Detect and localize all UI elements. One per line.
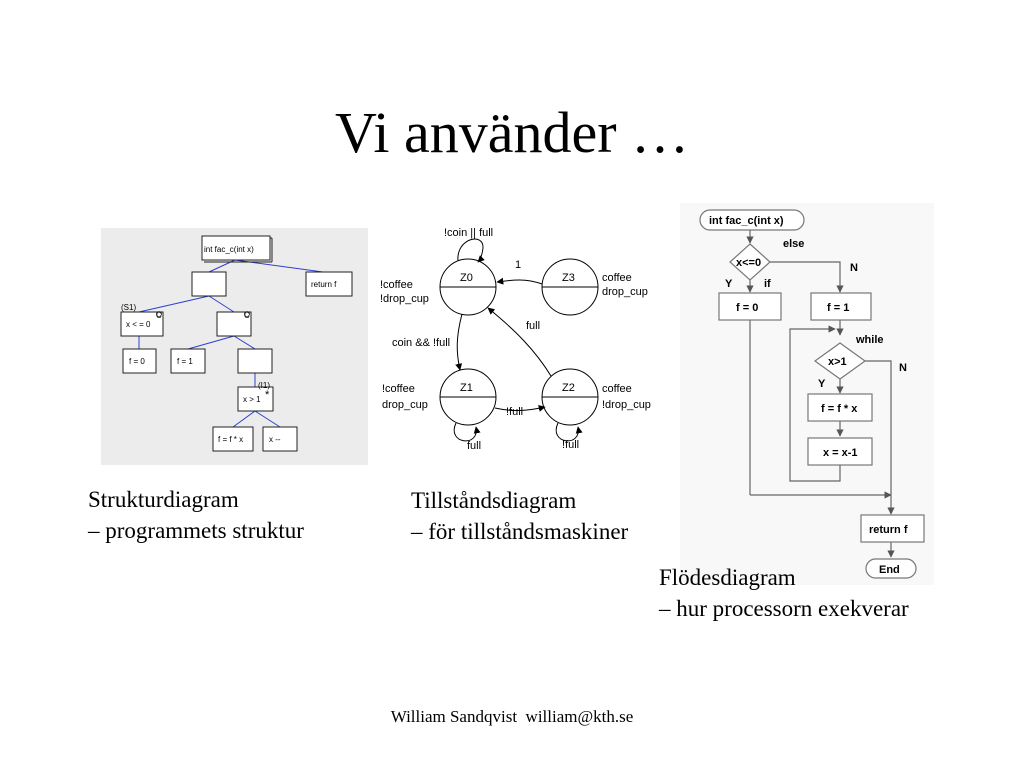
- caption-flodesdiagram-title: Flödesdiagram: [659, 565, 796, 590]
- sd-return-box: [305, 271, 353, 297]
- fc-end: [865, 558, 917, 579]
- fc-while-label: while: [855, 334, 884, 346]
- z0-z1-label: coin && !full: [392, 337, 450, 349]
- z0-output-1: !coffee: [380, 279, 413, 291]
- z2-output-2: !drop_cup: [602, 399, 651, 411]
- sd-cond2-text: x > 1: [243, 395, 261, 404]
- structure-boxes: [120, 235, 353, 452]
- caption-strukturdiagram-title: Strukturdiagram: [88, 487, 239, 512]
- sd-root-box: [201, 235, 271, 261]
- z0-output-2: !drop_cup: [380, 293, 429, 305]
- flowchart-connectors: [746, 230, 895, 558]
- state-diagram: Z0 Z3 Z1 Z2 !coin || full !coffee !drop_…: [380, 227, 651, 452]
- sd-fmul-text: f = f * x: [218, 435, 243, 444]
- z1-z2-label: !full: [506, 406, 523, 418]
- sd-f0-box: [122, 348, 157, 374]
- sd-xdec-box: [262, 426, 298, 452]
- caption-strukturdiagram-sub: – programmets struktur: [88, 518, 304, 543]
- fc-f1-box: [810, 292, 872, 321]
- sd-f0-text: f = 0: [129, 357, 145, 366]
- state-transitions: [453, 238, 583, 442]
- z1-output-1: !coffee: [382, 383, 415, 395]
- fc-cond2-text: x>1: [828, 356, 847, 368]
- fc-start: [699, 209, 805, 231]
- z1-output-2: drop_cup: [382, 399, 428, 411]
- state-z2-label: Z2: [562, 382, 575, 394]
- sd-c2-label: C: [244, 311, 250, 320]
- structure-diagram: int fac_c(int x) return f (S1) x < = 0 C…: [101, 228, 368, 465]
- sd-return-text: return f: [311, 280, 337, 289]
- fc-xdec-text: x = x-1: [823, 447, 858, 459]
- state-z1-label: Z1: [460, 382, 473, 394]
- fc-f0-text: f = 0: [736, 302, 758, 314]
- sd-s1-label: (S1): [121, 303, 136, 312]
- caption-tillstandsdiagram-title: Tillståndsdiagram: [411, 488, 577, 513]
- sd-cond-box: [120, 311, 164, 337]
- fc-cond1-text: x<=0: [736, 257, 761, 269]
- fc-start-text: int fac_c(int x): [709, 215, 784, 227]
- slide-title: Vi använder …: [334, 100, 690, 165]
- sd-while-box: [237, 386, 274, 412]
- fc-else-label: else: [783, 238, 804, 250]
- caption-flodesdiagram-sub: – hur processorn exekverar: [659, 596, 909, 621]
- z3-z0-label: 1: [515, 259, 521, 271]
- state-z3-label: Z3: [562, 272, 575, 284]
- fc-cond1: [729, 243, 771, 281]
- caption-strukturdiagram: Strukturdiagram – programmets struktur: [88, 484, 304, 546]
- z1-loop-label: full: [467, 440, 481, 452]
- fc-end-text: End: [879, 564, 900, 576]
- sd-xdec-text: x --: [269, 435, 281, 444]
- fc-f1-text: f = 1: [827, 302, 849, 314]
- sd-f1-box: [170, 348, 206, 374]
- caption-tillstandsdiagram: Tillståndsdiagram – för tillståndsmaskin…: [411, 485, 628, 547]
- fc-n2-label: N: [899, 362, 907, 374]
- state-z0-label: Z0: [460, 272, 473, 284]
- fc-y2-label: Y: [818, 378, 826, 390]
- sd-c1-label: C: [156, 311, 162, 320]
- sd-fmul-box: [212, 426, 254, 452]
- z3-output-1: coffee: [602, 272, 632, 284]
- slide-footer: William Sandqvist william@kth.se: [390, 707, 634, 726]
- fc-return-box: [860, 514, 925, 543]
- fc-n1-label: N: [850, 262, 858, 274]
- sd-f1-text: f = 1: [177, 357, 193, 366]
- z2-z0-label: full: [526, 320, 540, 332]
- flowchart-diagram: int fac_c(int x) x<=0 else N Y if f = 0 …: [680, 203, 934, 585]
- fc-cond2: [813, 342, 867, 380]
- fc-xdec-box: [807, 437, 873, 466]
- sd-i1-label: (I1): [258, 381, 270, 390]
- fc-y1-label: Y: [725, 278, 733, 290]
- fc-f0-box: [718, 292, 782, 321]
- z3-output-2: drop_cup: [602, 286, 648, 298]
- sd-seq-box: [191, 271, 227, 297]
- caption-tillstandsdiagram-sub: – för tillståndsmaskiner: [411, 519, 629, 544]
- fc-if-label: if: [764, 278, 771, 290]
- fc-return-text: return f: [869, 524, 908, 536]
- z2-loop-label: !full: [562, 439, 579, 451]
- sd-root-text: int fac_c(int x): [204, 245, 254, 254]
- flowchart-shapes: [699, 209, 925, 579]
- fc-fmul-box: [807, 393, 873, 422]
- sd-loop-box: [237, 348, 273, 374]
- fc-fmul-text: f = f * x: [821, 403, 858, 415]
- z2-output-1: coffee: [602, 383, 632, 395]
- sd-cond-text: x < = 0: [126, 320, 151, 329]
- z0-loop-label: !coin || full: [444, 227, 493, 239]
- caption-flodesdiagram: Flödesdiagram – hur processorn exekverar: [659, 562, 909, 624]
- sd-star-label: *: [265, 389, 270, 401]
